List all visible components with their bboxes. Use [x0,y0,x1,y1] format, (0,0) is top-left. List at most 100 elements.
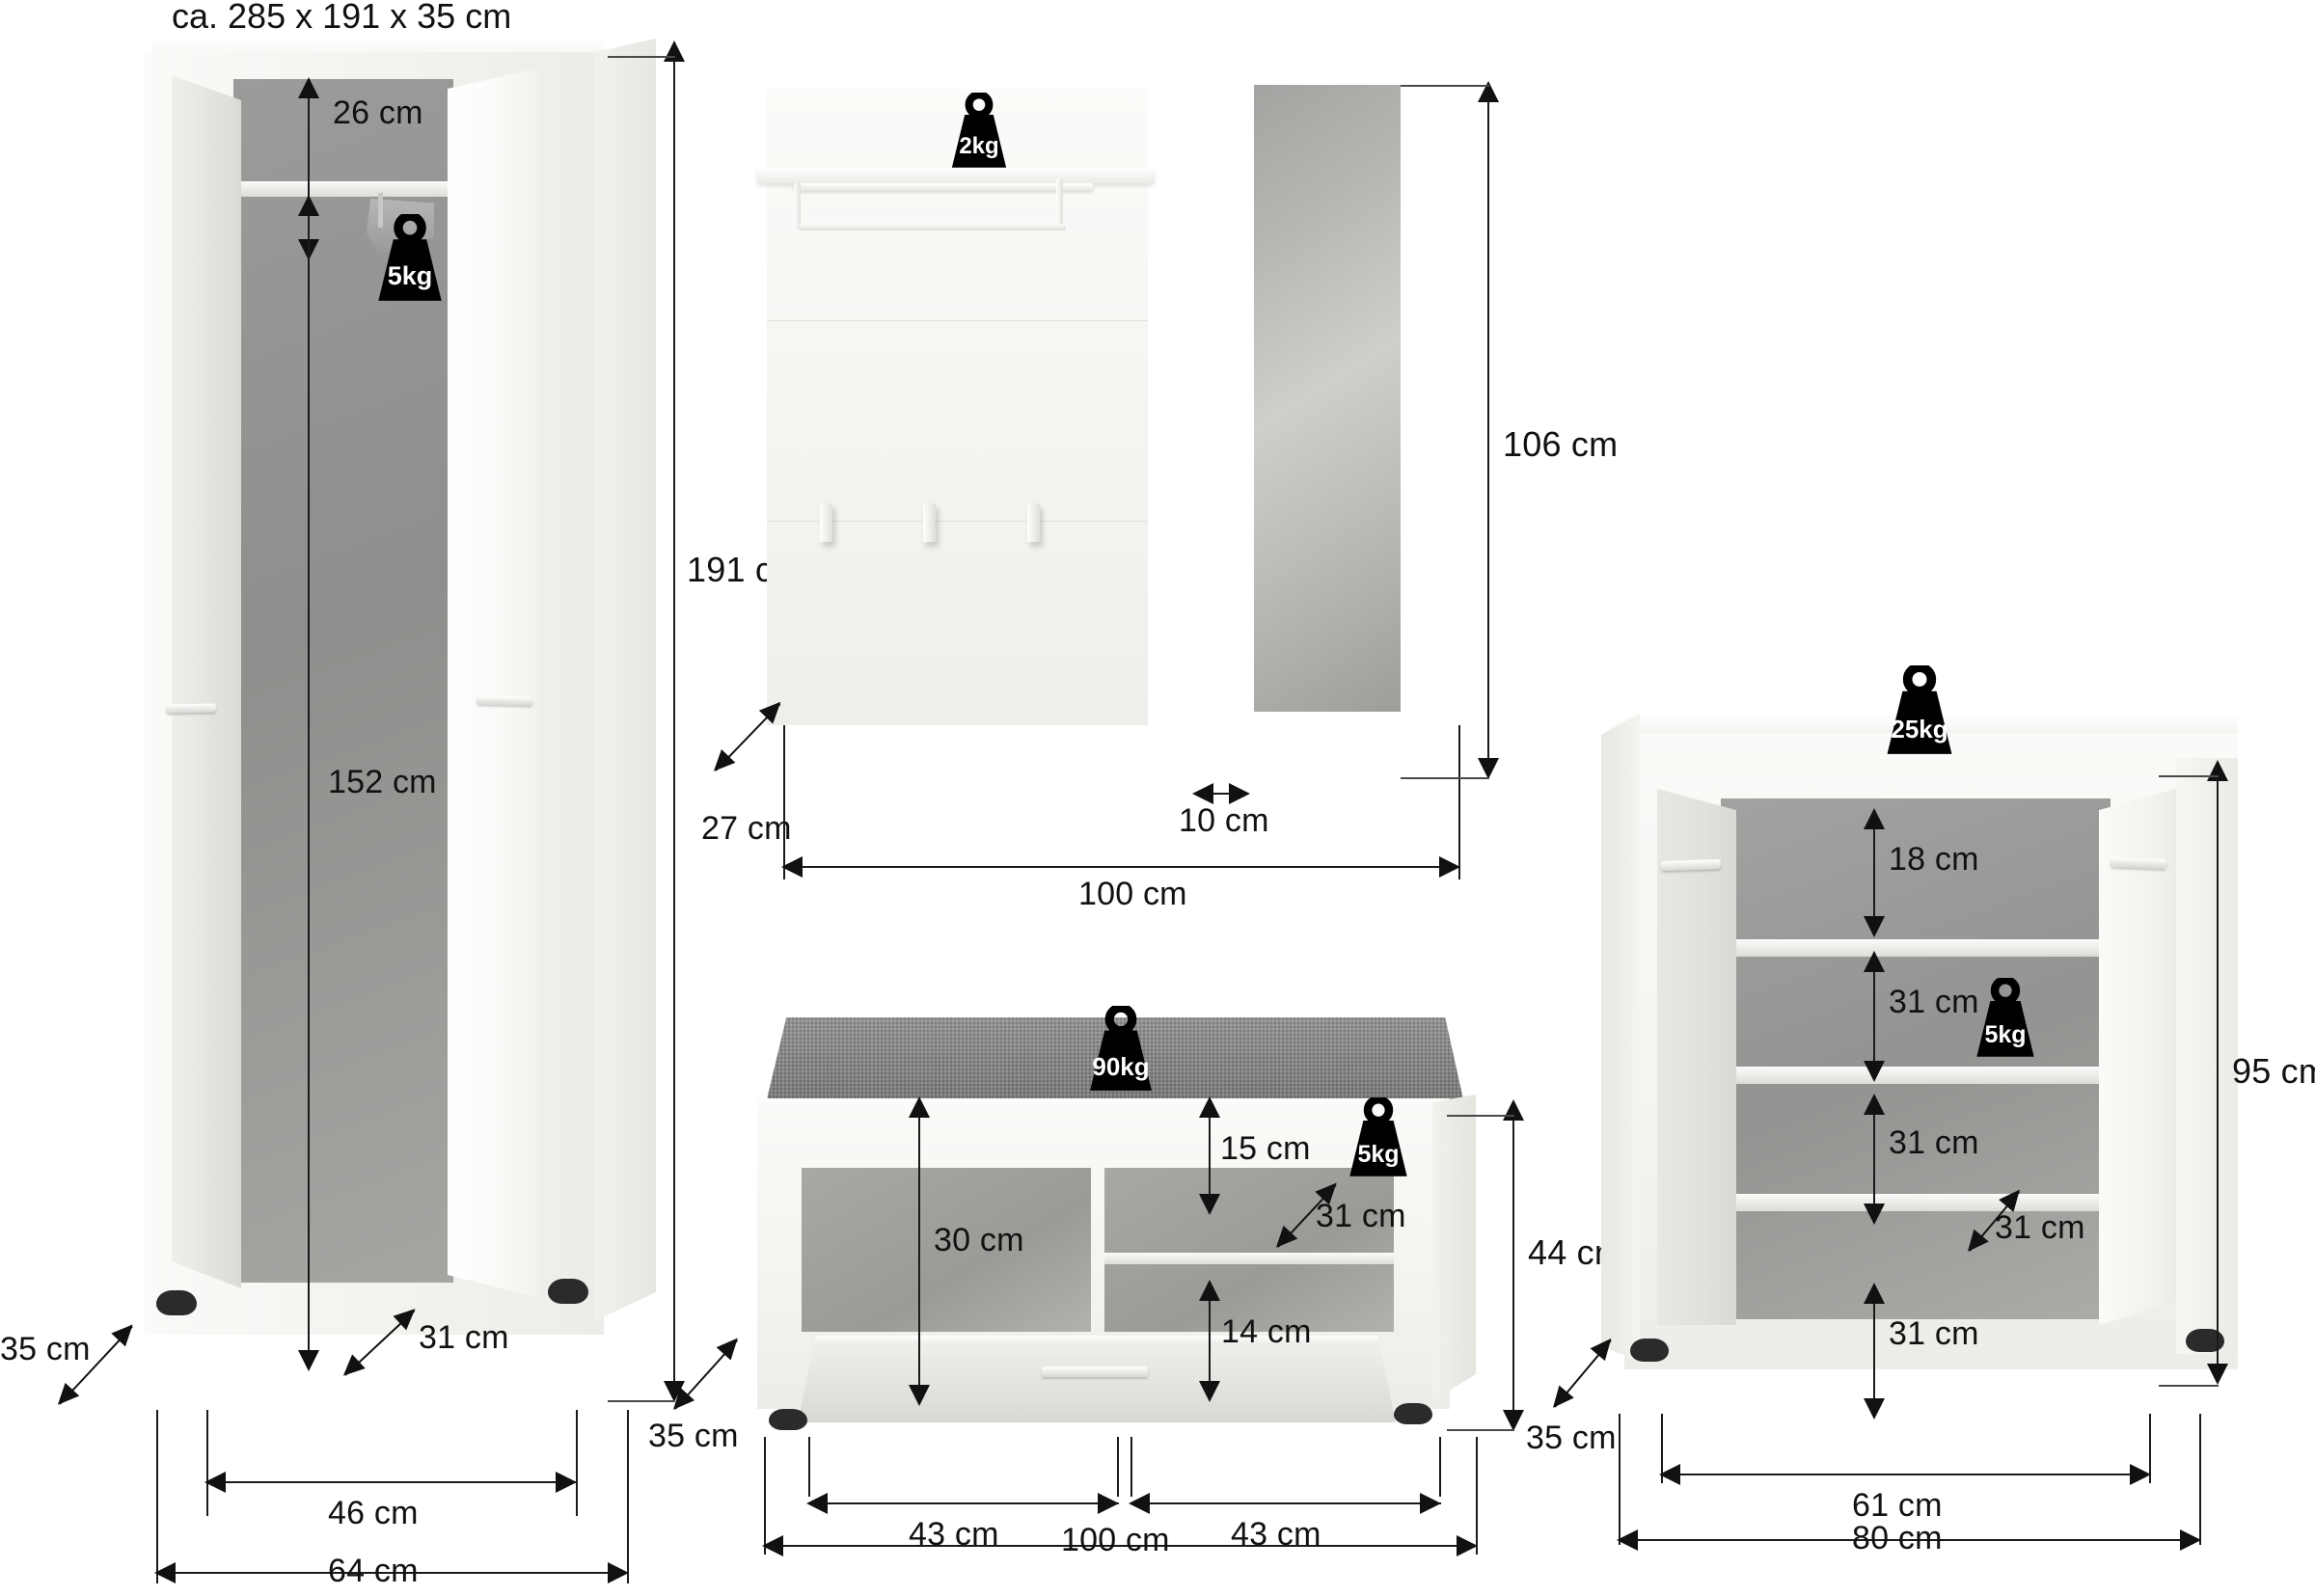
wardrobe-191-tick-top [608,56,675,58]
weight-badge-bench-5kg: 5kg [1341,1097,1416,1178]
wardrobe-26-arrow-up [298,77,319,98]
cabinet-31a-arrow-down [1864,1061,1885,1082]
bench-44-line [1512,1117,1514,1416]
bench-left-compartment [802,1168,1091,1332]
bench-illustration [757,1017,1476,1430]
wardrobe-64-label: 64 cm [328,1553,419,1589]
bench-right-shelf [1104,1253,1394,1264]
wall-panel-rail-bracket-right [1056,179,1063,226]
weight-badge-cabinet-25kg: 25kg [1877,665,1962,756]
weight-badge-cabinet-25kg-text: 25kg [1891,715,1948,744]
bench-14-arrow-down [1199,1381,1220,1402]
bench-43R-arrow-left [1129,1493,1150,1514]
bench-drawer[interactable] [798,1336,1396,1422]
wardrobe-top-board [152,39,604,56]
wardrobe-46-arrow-right [556,1472,577,1493]
wardrobe-shelf [233,181,453,197]
bench-44-arrow-down [1503,1410,1524,1431]
wardrobe-46-ext-left [206,1410,208,1516]
bench-foot-left [769,1409,807,1430]
panel-27-label: 27 cm [701,810,792,847]
cabinet-61-arrow-right [2130,1464,2151,1485]
wall-panel-hook-2[interactable] [923,503,936,542]
bench-15-line [1209,1114,1211,1197]
cabinet-95-line [2217,777,2219,1371]
wardrobe-31-label: 31 cm [419,1319,509,1356]
wardrobe-64-ext-left [156,1410,158,1583]
wardrobe-64-line [156,1572,629,1574]
wall-panel-hook-1[interactable] [820,503,832,542]
cabinet-31-depth-label: 31 cm [1995,1209,2085,1246]
bench-35-arrow-head [716,1331,746,1361]
cabinet-foot-left [1630,1339,1669,1362]
wardrobe-46-ext-right [576,1410,578,1516]
bench-100-arrow-right [1457,1535,1478,1556]
bench-43L-label: 43 cm [909,1516,999,1553]
mirror-106-arrow-down [1478,758,1499,779]
panel-100-label: 100 cm [1078,876,1187,912]
weight-badge-panel-2kg-text: 2kg [959,133,999,159]
wardrobe-left-door-handle[interactable] [165,703,217,714]
wardrobe-64-arrow-left [154,1562,176,1583]
wardrobe-left-door[interactable] [172,75,241,1288]
mirror-106-label: 106 cm [1503,424,1619,464]
bench-drawer-handle[interactable] [1042,1366,1148,1377]
bench-14-label: 14 cm [1221,1313,1312,1350]
cabinet-left-door[interactable] [1657,789,1736,1325]
wall-panel-rail [794,183,1093,191]
bench-100-arrow-left [762,1535,783,1556]
cabinet-61-ext-left [1661,1414,1663,1483]
cabinet-18-arrow-down [1864,916,1885,937]
wardrobe-foot-left [156,1290,197,1315]
cabinet-31c-arrow-down [1864,1398,1885,1420]
bench-30-label: 30 cm [934,1222,1024,1258]
panel-10-arrow-right [1229,783,1250,804]
wall-panel-hook-3[interactable] [1027,503,1040,542]
mirror-106-tick-top [1401,85,1489,87]
cabinet-31a-arrow-up [1864,951,1885,972]
wardrobe-35-arrow-head [111,1317,140,1347]
weight-badge-cabinet-5kg-text: 5kg [1984,1021,2027,1048]
wardrobe-hanger-hook [378,193,383,228]
wardrobe-64-arrow-right [608,1562,629,1583]
weight-badge-bench-90kg: 90kg [1080,1006,1161,1093]
wardrobe-46-line [206,1481,577,1483]
cabinet-61-ext-right [2149,1414,2151,1483]
wardrobe-152-line [308,214,310,1352]
cabinet-80-line [1619,1539,2201,1541]
bench-44-arrow-up [1503,1099,1524,1121]
wall-panel-top-shelf [757,168,1155,183]
bench-right-side [1432,1095,1476,1401]
wall-panel-rail-bar [800,224,1066,230]
wardrobe-46-label: 46 cm [328,1495,419,1531]
cabinet-80-arrow-right [2180,1529,2201,1551]
cabinet-95-label: 95 cm [2232,1051,2315,1091]
bench-100-ext-left [764,1437,766,1555]
wardrobe-right-door[interactable] [448,68,540,1298]
bench-15-label: 15 cm [1220,1130,1311,1167]
wall-panel-board [767,89,1148,725]
cabinet-18-line [1873,825,1875,920]
panel-27-depth-line [706,694,788,778]
bench-43L-arrow-right [1098,1493,1119,1514]
bench-35-label: 35 cm [648,1418,739,1454]
cabinet-right-door[interactable] [2099,789,2176,1325]
cabinet-right-door-handle[interactable] [2110,856,2167,870]
weight-badge-bench-5kg-text: 5kg [1357,1141,1400,1168]
cabinet-left-side [1601,714,1640,1362]
bench-right-compartment [1104,1168,1394,1332]
cabinet-shelf-1 [1721,939,2111,957]
wardrobe-right-door-handle[interactable] [476,695,533,706]
cabinet-61-label: 61 cm [1852,1487,1943,1524]
cabinet-31c-arrow-up [1864,1283,1885,1304]
cabinet-95-arrow-down [2207,1364,2228,1385]
cabinet-31b-line [1873,1111,1875,1207]
panel-10-label: 10 cm [1179,802,1269,839]
cabinet-31a-label: 31 cm [1889,984,1979,1020]
panel-27-arrow-tail [706,748,736,778]
mirror-illustration [1254,85,1401,712]
wardrobe-46-arrow-left [204,1472,226,1493]
bench-44-tick-bottom [1447,1429,1514,1431]
bench-foot-right [1394,1403,1432,1424]
cabinet-61-arrow-left [1659,1464,1680,1485]
